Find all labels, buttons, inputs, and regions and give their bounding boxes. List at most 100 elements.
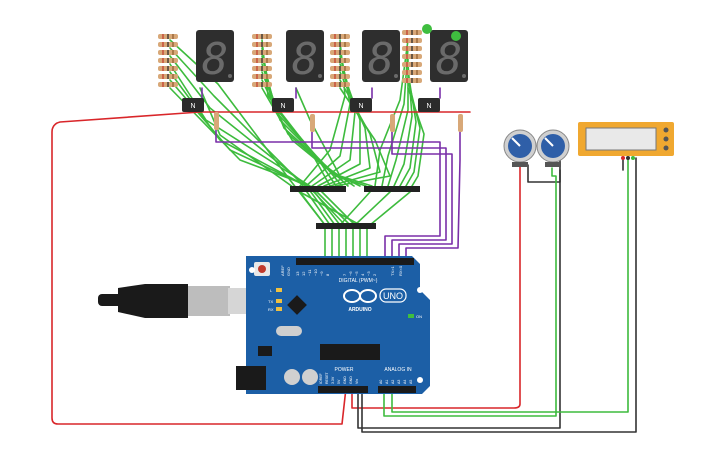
potentiometers: [503, 129, 570, 167]
digital-label: DIGITAL (PWM~): [339, 278, 378, 284]
pin-label: ~5: [354, 271, 359, 276]
wire-base: [405, 123, 461, 263]
pin-label: 4: [360, 273, 365, 276]
pin-label: A4: [403, 380, 407, 384]
transistor-label: N: [280, 103, 285, 110]
pin-label: GND: [349, 376, 353, 384]
seven-segment-display-1: 8: [196, 30, 234, 85]
base-resistor: [458, 114, 463, 132]
led-label-on: ON: [416, 314, 422, 319]
potentiometer-1[interactable]: [503, 129, 537, 167]
decimal-point: [228, 74, 232, 78]
base-wires: [201, 87, 461, 263]
transistor-4: N: [418, 98, 440, 112]
usb-cable: [98, 284, 250, 318]
pin-label: A2: [391, 380, 395, 384]
wire-gnd-pots: [527, 164, 561, 183]
base-resistor: [390, 114, 395, 132]
transistor-2: N: [272, 98, 294, 112]
seven-segment-display-2: 8: [286, 30, 324, 85]
potentiometer-2[interactable]: [536, 129, 570, 167]
wire-seg: [323, 71, 371, 187]
decimal-point: [462, 74, 466, 78]
base-resistor: [310, 114, 315, 132]
selection-handle[interactable]: [451, 31, 461, 41]
pin-header-bottom: [316, 223, 376, 229]
transistors: N N N N: [182, 98, 440, 112]
wire-seg: [369, 191, 411, 226]
pin-label: 3.3V: [331, 376, 335, 384]
pin-label: 12: [301, 271, 306, 276]
power-jack: [236, 366, 266, 390]
pin-label: 2: [372, 273, 377, 276]
resistor-bank-3: [330, 34, 350, 87]
wire-5v: [51, 111, 347, 425]
pin-label: A3: [397, 380, 401, 384]
led-label-l: L: [270, 288, 273, 293]
pin-label: ~6: [348, 271, 353, 276]
resistor-bank-4: [402, 30, 422, 83]
wire-a0: [383, 167, 557, 417]
led-label-rx: RX: [268, 307, 274, 312]
transistor-1: N: [182, 98, 204, 112]
wire-a1: [391, 157, 629, 413]
display-digit: 8: [368, 34, 395, 85]
base-resistor: [214, 112, 219, 130]
display-digit: 8: [202, 34, 229, 85]
wire-seg: [261, 87, 367, 187]
transistor-3: N: [350, 98, 372, 112]
display-digit: 8: [292, 34, 319, 85]
pin-label: IOREF: [319, 373, 323, 384]
pin-label: 13: [295, 271, 300, 276]
brand-label: ARDUINO: [348, 307, 371, 313]
wire-gnd: [357, 159, 561, 429]
resistor-bank-2: [252, 34, 272, 87]
pin-label: ~9: [319, 271, 324, 276]
analog-wires: [383, 157, 629, 417]
ground-wires: [357, 157, 637, 433]
resistor-banks: [158, 30, 463, 132]
wire-base: [215, 121, 441, 263]
decimal-point: [394, 74, 398, 78]
wire-seg: [354, 191, 391, 226]
wire-base: [391, 123, 453, 263]
pin-label: A0: [379, 380, 383, 384]
wire-seg: [169, 55, 336, 226]
arduino-uno[interactable]: AREF GND 13 12 ~11 ~10 ~9 8 7 ~6 ~5 4 ~3…: [236, 256, 430, 394]
pin-label: RX<0: [398, 265, 403, 276]
wire-base: [311, 123, 447, 263]
usb-chip: [287, 295, 307, 315]
seven-segment-display-3: 8: [362, 30, 400, 85]
pin-label: ~3: [366, 271, 371, 276]
capacitor: [284, 369, 300, 385]
selection-handle[interactable]: [422, 24, 432, 34]
display-digit: 8: [436, 34, 463, 85]
wire-seg: [169, 79, 351, 226]
pin-label: GND: [286, 267, 291, 276]
transistor-label: N: [190, 103, 195, 110]
power-label: POWER: [335, 367, 354, 373]
crystal: [276, 326, 302, 336]
bottom-pin-labels: IOREF RESET 3.3V 5V GND GND Vin A0 A1 A2…: [319, 371, 413, 384]
wire-seg: [381, 47, 409, 187]
digital-header: [296, 258, 414, 265]
led-label-tx: TX: [268, 299, 273, 304]
wire-seg: [169, 47, 331, 226]
pin-label: 7: [342, 273, 347, 276]
pin-label: 8: [325, 273, 330, 276]
transistor-label: N: [358, 103, 363, 110]
seven-segment-displays: 8 8 8 8: [196, 24, 468, 85]
pin-label: ~10: [313, 268, 318, 276]
pin-label: ~11: [307, 269, 312, 276]
wire-gnd: [361, 157, 637, 433]
transistor-label: N: [426, 103, 431, 110]
model-label: UNO: [383, 291, 403, 301]
wire-pot-vcc: [351, 164, 521, 409]
pin-label: 5V: [337, 379, 341, 384]
pin-header-right: [364, 186, 420, 192]
decimal-point: [318, 74, 322, 78]
wire-seg: [169, 87, 356, 226]
power-header: [318, 386, 368, 393]
lcd-module[interactable]: [578, 122, 674, 160]
capacitor: [302, 369, 318, 385]
